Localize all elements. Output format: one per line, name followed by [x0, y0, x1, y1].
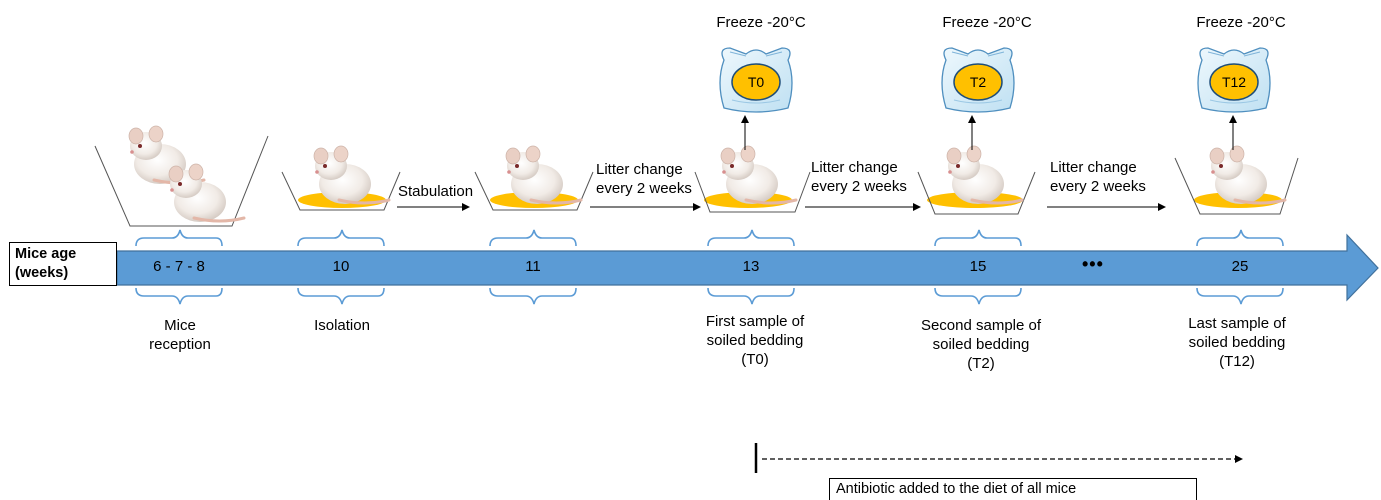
mouse-image: [1208, 144, 1287, 206]
axis-label-line2: (weeks): [15, 265, 69, 281]
freeze-label: Freeze -20°C: [1196, 14, 1286, 31]
mouse-image: [719, 144, 798, 206]
brace-group: [135, 229, 1284, 305]
litter-change-label: Litter change every 2 weeks: [811, 159, 907, 195]
mouse-image: [312, 144, 391, 206]
timeline-arrow: [116, 233, 1379, 302]
bag-label-t0: T0: [747, 74, 765, 90]
sample-label-t0: First sample of soiled bedding (T0): [705, 313, 805, 368]
week-label: 6 - 7 - 8: [153, 258, 205, 275]
week-label: 13: [742, 258, 760, 275]
sample-label-t2: Second sample of soiled bedding (T2): [920, 317, 1042, 372]
freeze-label: Freeze -20°C: [942, 14, 1032, 31]
cage-reception: [94, 135, 269, 227]
axis-label-line1: Mice age: [15, 246, 77, 262]
bag-label-t12: T12: [1221, 74, 1247, 90]
axis-label-box: Mice age (weeks): [9, 242, 117, 286]
sample-label-t12: Last sample of soiled bedding (T12): [1188, 315, 1286, 370]
litter-change-label: Litter change every 2 weeks: [596, 161, 692, 197]
week-label: 11: [525, 258, 541, 275]
isolation-label: Isolation: [314, 317, 370, 334]
freeze-label: Freeze -20°C: [716, 14, 806, 31]
reception-label: Mice reception: [149, 317, 211, 353]
antibiotic-note: Antibiotic added to the diet of all mice: [829, 478, 1197, 500]
stabulation-label: Stabulation: [398, 183, 474, 200]
bag-label-t2: T2: [969, 74, 987, 90]
mouse-image: [167, 162, 246, 224]
timeline-ellipsis: •••: [1082, 254, 1104, 274]
week-label: 10: [332, 258, 350, 275]
week-label: 25: [1231, 258, 1249, 275]
litter-change-label: Litter change every 2 weeks: [1050, 159, 1146, 195]
mouse-image: [504, 144, 583, 206]
week-label: 15: [969, 258, 987, 275]
